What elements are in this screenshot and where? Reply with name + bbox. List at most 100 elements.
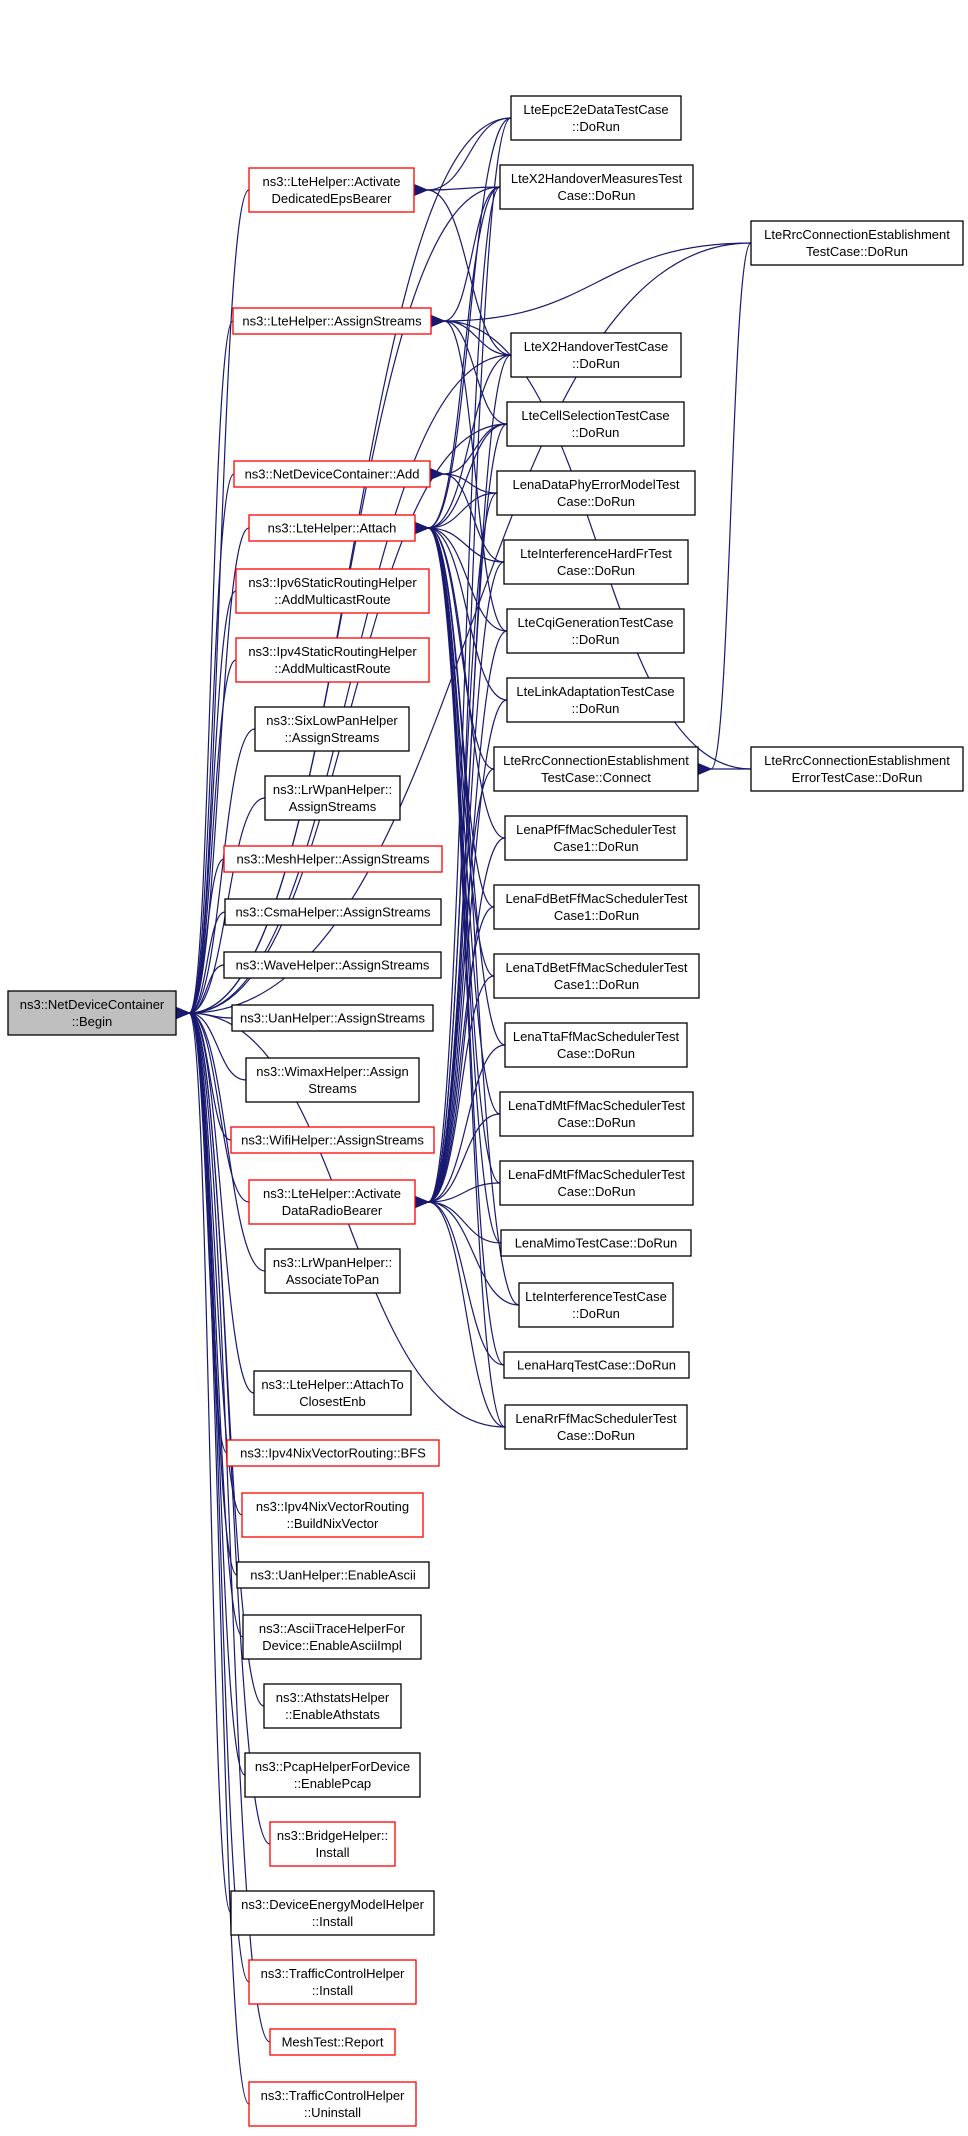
node-box — [230, 1890, 435, 1936]
node-label-line: LenaTdMtFfMacSchedulerTest — [508, 1098, 685, 1113]
graph-node-ns3-uanhelper-assignstreams[interactable]: ns3::UanHelper::AssignStreams — [231, 1004, 434, 1032]
graph-node-ns3-athstatshelper-enableathstats[interactable]: ns3::AthstatsHelper::EnableAthstats — [263, 1683, 402, 1729]
node-label-line: LteEpcE2eDataTestCase — [523, 102, 668, 117]
node-box — [224, 898, 442, 926]
node-box — [496, 470, 696, 516]
call-edge-c1-to-n1 — [427, 117, 512, 190]
node-box — [244, 1752, 421, 1798]
graph-node-ns3-bridgehelper-install[interactable]: ns3::BridgeHelper::Install — [269, 1821, 396, 1867]
node-label-line: ns3::LteHelper::AttachTo — [261, 1377, 403, 1392]
node-box — [503, 539, 689, 585]
call-edge-c15-to-n15 — [428, 1182, 501, 1202]
node-box — [235, 637, 430, 683]
graph-node-ns3-netdevicecontainer-add[interactable]: ns3::NetDeviceContainer::Add — [233, 460, 431, 488]
node-label-line: TestCase::DoRun — [806, 244, 908, 259]
node-label-line: Case::DoRun — [557, 1046, 635, 1061]
graph-node-ns3-pcaphelperfordevice-enablepcap[interactable]: ns3::PcapHelperForDevice::EnablePcap — [244, 1752, 421, 1798]
node-label-line: LteCellSelectionTestCase — [521, 408, 669, 423]
node-label-line: ::DoRun — [572, 1306, 620, 1321]
node-label-line: ns3::LteHelper::Activate — [263, 1186, 401, 1201]
node-box — [7, 990, 177, 1036]
graph-node-ns3-ipv4staticroutinghelper-addmulticastroute[interactable]: ns3::Ipv4StaticRoutingHelper::AddMultica… — [235, 637, 430, 683]
node-label-line: Case1::DoRun — [554, 908, 639, 923]
graph-node-ns3-ltehelper-attach[interactable]: ns3::LteHelper::Attach — [248, 514, 416, 542]
node-label-line: ns3::NetDeviceContainer::Add — [245, 467, 420, 482]
graph-node-ns3-csmahelper-assignstreams[interactable]: ns3::CsmaHelper::AssignStreams — [224, 898, 442, 926]
call-edge-c7-to-n2 — [444, 321, 508, 632]
call-edge-c2-to-n1 — [427, 187, 501, 190]
graph-node-lteinterferencetestcase-dorun[interactable]: LteInterferenceTestCase::DoRun — [518, 1282, 674, 1328]
node-label-line: ::Uninstall — [304, 2105, 361, 2120]
graph-node-lteepce2edatatestcase-dorun[interactable]: LteEpcE2eDataTestCase::DoRun — [510, 95, 682, 141]
call-edge-c13-to-n15 — [428, 1044, 506, 1202]
node-label-line: Install — [316, 1845, 350, 1860]
node-label-line: ns3::LteHelper::Attach — [268, 521, 397, 536]
node-label-line: Case::DoRun — [557, 1428, 635, 1443]
call-edge-c1-to-n4 — [428, 117, 512, 528]
graph-node-ns3-ipv4nixvectorrouting-bfs[interactable]: ns3::Ipv4NixVectorRouting::BFS — [226, 1439, 440, 1467]
graph-node-ltex2handovertestcase-dorun[interactable]: LteX2HandoverTestCase::DoRun — [510, 332, 682, 378]
node-label-line: LteX2HandoverTestCase — [524, 339, 669, 354]
node-label-line: ns3::AsciiTraceHelperFor — [259, 1621, 406, 1636]
graph-node-meshtest-report[interactable]: MeshTest::Report — [269, 2028, 396, 2056]
graph-node-ns3-netdevicecontainer-begin[interactable]: ns3::NetDeviceContainer::Begin — [7, 990, 177, 1036]
graph-node-ns3-wifihelper-assignstreams[interactable]: ns3::WifiHelper::AssignStreams — [230, 1126, 435, 1154]
node-label-line: LenaDataPhyErrorModelTest — [513, 477, 680, 492]
graph-node-lterrcconnectionestablishment-testcase-connect[interactable]: LteRrcConnectionEstablishmentTestCase::C… — [493, 746, 699, 792]
call-edge-c19-to-n4 — [428, 528, 506, 1428]
node-box — [518, 1282, 674, 1328]
call-edge-c6-to-n4 — [428, 528, 505, 563]
graph-node-ns3-lrwpanhelper-associatetopan[interactable]: ns3::LrWpanHelper::AssociateToPan — [264, 1248, 401, 1294]
graph-node-ltelinkadaptationtestcase-dorun[interactable]: LteLinkAdaptationTestCase::DoRun — [506, 677, 685, 723]
call-edge-c4-to-n2 — [444, 321, 508, 425]
graph-node-ns3-ltehelper-assignstreams[interactable]: ns3::LteHelper::AssignStreams — [232, 307, 432, 335]
graph-node-lenamimotestcase-dorun[interactable]: LenaMimoTestCase::DoRun — [500, 1229, 692, 1257]
graph-node-ns3-ltehelper-activate-dedicatedepsbearer[interactable]: ns3::LteHelper::ActivateDedicatedEpsBear… — [248, 167, 415, 213]
graph-node-ns3-asciitracehelperfor-device-enableasciiimpl[interactable]: ns3::AsciiTraceHelperForDevice::EnableAs… — [242, 1614, 422, 1660]
graph-node-ns3-ipv6staticroutinghelper-addmulticastroute[interactable]: ns3::Ipv6StaticRoutingHelper::AddMultica… — [235, 568, 430, 614]
node-label-line: ns3::LrWpanHelper:: — [273, 782, 392, 797]
node-label-line: ns3::TrafficControlHelper — [261, 2088, 405, 2103]
node-box — [232, 307, 432, 335]
node-box — [506, 677, 685, 723]
call-edge-c7-to-n15 — [428, 630, 508, 1202]
graph-node-ns3-uanhelper-enableascii[interactable]: ns3::UanHelper::EnableAscii — [236, 1561, 430, 1589]
node-label-line: ns3::TrafficControlHelper — [261, 1966, 405, 1981]
graph-node-lterrcconnectionestablishment-errortestcase-dorun[interactable]: LteRrcConnectionEstablishmentErrorTestCa… — [750, 746, 964, 792]
node-label-line: LenaTdBetFfMacSchedulerTest — [505, 960, 687, 975]
node-box — [254, 706, 410, 752]
graph-node-ns3-meshhelper-assignstreams[interactable]: ns3::MeshHelper::AssignStreams — [223, 845, 443, 873]
call-edge-c3-to-n4 — [428, 354, 512, 528]
node-label-line: LenaHarqTestCase::DoRun — [517, 1358, 676, 1373]
call-edge-c17-to-n4 — [428, 528, 520, 1306]
graph-node-ns3-deviceenergymodelhelper-install[interactable]: ns3::DeviceEnergyModelHelper::Install — [230, 1890, 435, 1936]
graph-node-ltecellselectiontestcase-dorun[interactable]: LteCellSelectionTestCase::DoRun — [506, 401, 685, 447]
graph-node-ltecqigenerationtestcase-dorun[interactable]: LteCqiGenerationTestCase::DoRun — [506, 608, 685, 654]
graph-node-ns3-wavehelper-assignstreams[interactable]: ns3::WaveHelper::AssignStreams — [223, 951, 442, 979]
node-box — [493, 884, 700, 930]
node-label-line: LteRrcConnectionEstablishment — [764, 753, 950, 768]
node-label-line: LenaFdBetFfMacSchedulerTest — [505, 891, 687, 906]
graph-node-lterrcconnectionestablishment-testcase-dorun[interactable]: LteRrcConnectionEstablishmentTestCase::D… — [750, 220, 964, 266]
node-label-line: Case::DoRun — [557, 1184, 635, 1199]
graph-node-ns3-wimaxhelper-assign-streams[interactable]: ns3::WimaxHelper::AssignStreams — [245, 1057, 420, 1103]
node-box — [226, 1439, 440, 1467]
graph-node-ns3-lrwpanhelper-assignstreams[interactable]: ns3::LrWpanHelper::AssignStreams — [264, 775, 401, 821]
graph-node-ns3-trafficcontrolhelper-uninstall[interactable]: ns3::TrafficControlHelper::Uninstall — [248, 2081, 417, 2127]
graph-node-lenaharqtestcase-dorun[interactable]: LenaHarqTestCase::DoRun — [503, 1351, 690, 1379]
graph-node-ns3-trafficcontrolhelper-install[interactable]: ns3::TrafficControlHelper::Install — [248, 1959, 417, 2005]
graph-node-ns3-sixlowpanhelper-assignstreams[interactable]: ns3::SixLowPanHelper::AssignStreams — [254, 706, 410, 752]
graph-node-ns3-ipv4nixvectorrouting-buildnixvector[interactable]: ns3::Ipv4NixVectorRouting::BuildNixVecto… — [241, 1492, 424, 1538]
